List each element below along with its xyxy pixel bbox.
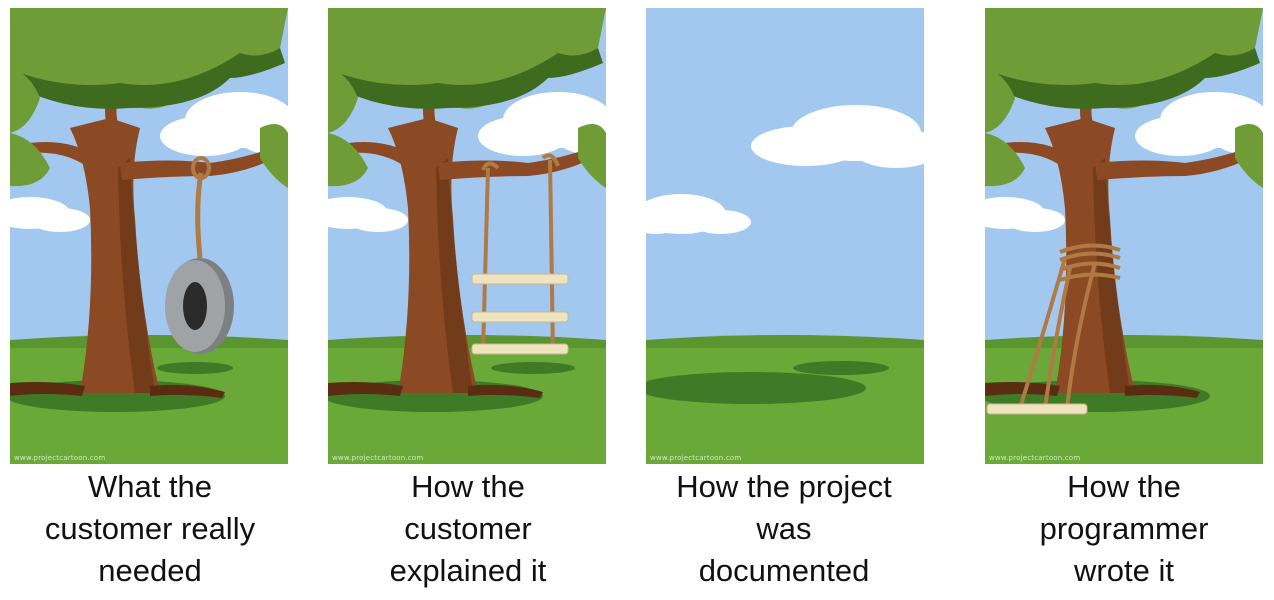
credit-text: www.projectcartoon.com xyxy=(989,454,1081,462)
credit-text: www.projectcartoon.com xyxy=(332,454,424,462)
caption-customer-explained: How the customer explained it xyxy=(318,466,618,592)
caption-line: customer really xyxy=(44,511,256,546)
credit-text: www.projectcartoon.com xyxy=(650,454,742,462)
caption-line: explained it xyxy=(389,553,547,588)
seat-tied-to-trunk-illustration xyxy=(985,8,1263,464)
caption-line: needed xyxy=(98,553,202,588)
caption-programmer-wrote: How the programmer wrote it xyxy=(974,466,1274,592)
caption-line: documented xyxy=(698,553,870,588)
credit-text: www.projectcartoon.com xyxy=(14,454,106,462)
caption-line: What the xyxy=(87,469,213,504)
panel-project-documented: www.projectcartoon.com xyxy=(646,8,924,464)
caption-line: programmer xyxy=(1039,511,1209,546)
swing-seat xyxy=(986,403,1088,415)
panel-programmer-wrote: www.projectcartoon.com xyxy=(985,8,1263,464)
caption-line: customer xyxy=(404,511,532,546)
empty-landscape-illustration xyxy=(646,8,924,464)
tire xyxy=(165,258,234,354)
three-seat-swing-illustration xyxy=(328,8,606,464)
caption-line: wrote it xyxy=(1074,553,1174,588)
clouds xyxy=(646,105,924,234)
panel-customer-needed: www.projectcartoon.com xyxy=(10,8,288,464)
rope-wrap xyxy=(1018,243,1121,409)
caption-line: How the xyxy=(1067,469,1181,504)
caption-line: How the xyxy=(411,469,525,504)
caption-line: How the project xyxy=(676,469,892,504)
tire-swing-illustration xyxy=(10,8,288,464)
swing-seats xyxy=(471,273,569,355)
caption-customer-needed: What the customer really needed xyxy=(0,466,300,592)
panel-customer-explained: www.projectcartoon.com xyxy=(328,8,606,464)
caption-line: was xyxy=(756,511,812,546)
caption-project-documented: How the project was documented xyxy=(634,466,934,592)
